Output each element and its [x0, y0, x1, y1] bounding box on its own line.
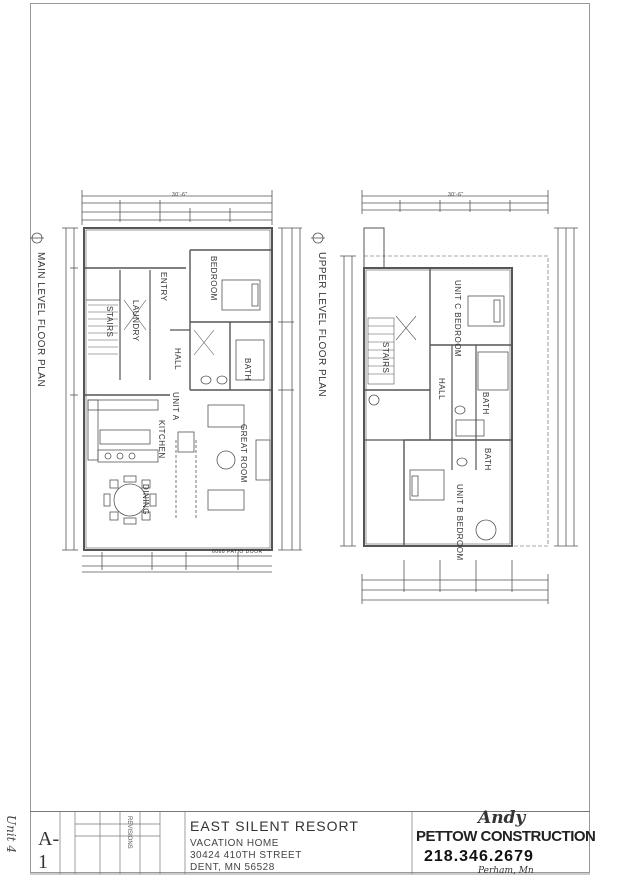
- unit-a-label: UNIT A: [171, 392, 180, 421]
- project-address: 30424 410TH STREET: [190, 850, 302, 861]
- patio-door-note: 6068 PATIO DOOR: [212, 549, 263, 555]
- room-kitchen: KITCHEN: [157, 420, 166, 459]
- room-great-room: GREAT ROOM: [239, 424, 248, 483]
- main-level-title: MAIN LEVEL FLOOR PLAN: [35, 252, 46, 388]
- brand-city: Perham, Mn: [478, 866, 534, 876]
- room-upper-hall: HALL: [437, 378, 446, 401]
- room-dining: DINING: [141, 484, 150, 515]
- brand-script: Andy: [478, 808, 526, 828]
- room-bedroom: BEDROOM: [209, 256, 218, 301]
- project-city: DENT, MN 56528: [190, 862, 275, 873]
- room-hall: HALL: [173, 348, 182, 371]
- upper-overall-dimension: 30'-6": [448, 192, 464, 198]
- project-name: EAST SILENT RESORT: [190, 818, 359, 834]
- room-bath: BATH: [243, 358, 252, 381]
- title-block: [30, 811, 590, 875]
- brand-logo-name: PETTOW CONSTRUCTION: [416, 828, 596, 845]
- handwritten-unit-note: Unit 4: [4, 815, 18, 853]
- room-unit-b-bedroom: UNIT B BEDROOM: [455, 484, 464, 561]
- sheet-number: A-1: [38, 828, 60, 873]
- brand-phone: 218.346.2679: [424, 848, 534, 865]
- room-entry: ENTRY: [159, 272, 168, 302]
- drawing-sheet: [30, 3, 590, 873]
- upper-level-title: UPPER LEVEL FLOOR PLAN: [316, 252, 327, 398]
- room-unit-c-bedroom: UNIT C BEDROOM: [453, 280, 462, 358]
- main-overall-dimension: 30'-6": [172, 192, 188, 198]
- project-type: VACATION HOME: [190, 838, 279, 849]
- room-stairs: STAIRS: [105, 306, 114, 338]
- room-laundry: LAUNDRY: [131, 300, 140, 342]
- room-bath-b: BATH: [483, 448, 492, 471]
- room-bath-c: BATH: [481, 392, 490, 415]
- revisions-label: REVISIONS: [126, 816, 132, 849]
- room-upper-stairs: STAIRS: [381, 342, 390, 374]
